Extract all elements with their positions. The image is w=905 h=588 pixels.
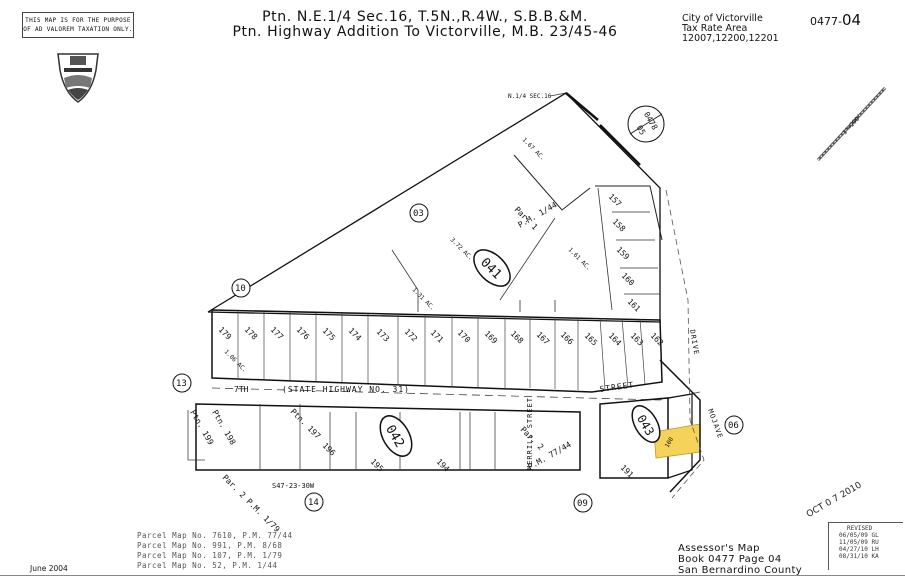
- map-book: 0477-: [810, 15, 842, 28]
- svg-text:06: 06: [728, 421, 739, 431]
- svg-text:3.72 AC.: 3.72 AC.: [449, 236, 474, 261]
- svg-text:157: 157: [607, 192, 624, 209]
- svg-text:1.06 AC.: 1.06 AC.: [223, 348, 248, 373]
- revision-box: REVISED 06/05/09 GL 11/05/09 RU 04/27/10…: [828, 522, 903, 570]
- disclaimer-line-1: THIS MAP IS FOR THE PURPOSE: [25, 17, 131, 24]
- svg-text:DRIVE: DRIVE: [688, 329, 700, 356]
- lot-labels: 179 178 177 176 175 174 173 172 171 170 …: [188, 192, 665, 534]
- city-name: City of Victorville: [682, 13, 763, 24]
- svg-text:1.31 AC.: 1.31 AC.: [411, 286, 436, 311]
- block-043: 043: [631, 405, 661, 443]
- svg-text:177: 177: [269, 325, 286, 342]
- street-label-highway: (STATE HIGHWAY NO. 31): [282, 385, 410, 394]
- map-title: Ptn. N.E.1/4 Sec.16, T.5N.,R.4W., S.B.B.…: [200, 10, 650, 40]
- svg-text:03: 03: [413, 209, 424, 219]
- disclaimer-box: THIS MAP IS FOR THE PURPOSE OF AD VALORE…: [22, 12, 134, 38]
- svg-text:MOJAVE: MOJAVE: [706, 408, 724, 440]
- parcel-map-ref: Parcel Map No. 107, P.M. 1/79: [137, 551, 283, 560]
- bearing-label: S47-23-30W: [272, 482, 315, 490]
- svg-text:174: 174: [347, 326, 364, 343]
- city-info: City of Victorville Tax Rate Area 12007,…: [682, 14, 779, 44]
- svg-text:169: 169: [483, 329, 500, 346]
- block-041: 041: [473, 249, 511, 287]
- title-line-1: Ptn. N.E.1/4 Sec.16, T.5N.,R.4W., S.B.B.…: [262, 9, 588, 25]
- svg-text:165: 165: [583, 331, 600, 348]
- svg-text:158: 158: [611, 217, 628, 234]
- svg-text:196: 196: [321, 441, 338, 458]
- svg-text:162: 162: [649, 331, 666, 348]
- svg-text:178: 178: [243, 325, 260, 342]
- svg-text:05: 05: [635, 124, 648, 137]
- disclaimer-line-2: OF AD VALOREM TAXATION ONLY.: [23, 26, 133, 33]
- map-date: June 2004: [30, 564, 68, 573]
- tax-rate-label: Tax Rate Area: [682, 23, 748, 34]
- svg-text:1.67 AC.: 1.67 AC.: [521, 136, 546, 161]
- map-number: 0477-04: [810, 11, 861, 29]
- revision-entry: 11/05/09 RU: [839, 539, 879, 546]
- svg-text:MERRILL STREET: MERRILL STREET: [526, 397, 534, 470]
- assessor-line-2: Book 0477 Page 04: [678, 554, 782, 565]
- assessor-line-1: Assessor's Map: [678, 543, 760, 554]
- svg-text:159: 159: [615, 245, 632, 262]
- map-page: 04: [841, 11, 862, 29]
- svg-text:173: 173: [375, 327, 392, 344]
- svg-text:1"=200': 1"=200': [841, 113, 863, 136]
- tax-rate-areas: 12007,12200,12201: [682, 33, 779, 44]
- section-corner-label: N.1/4 SEC.16: [508, 93, 552, 100]
- svg-text:1.61 AC.: 1.61 AC.: [567, 246, 592, 271]
- parcel-map-references: Parcel Map No. 7610, P.M. 77/44 Parcel M…: [137, 531, 292, 571]
- svg-text:09: 09: [577, 499, 588, 509]
- revised-header: REVISED: [847, 525, 873, 532]
- svg-text:164: 164: [607, 331, 624, 348]
- svg-text:10: 10: [235, 284, 246, 294]
- svg-text:168: 168: [509, 329, 526, 346]
- revision-entry: 06/05/09 GL: [839, 532, 879, 539]
- book-circles: 03 10 13 14 09 06: [172, 203, 744, 513]
- svg-text:13: 13: [176, 379, 187, 389]
- north-arrow-icon: 1"=200': [816, 86, 887, 162]
- parcel-map-ref: Parcel Map No. 7610, P.M. 77/44: [137, 531, 293, 540]
- svg-text:194: 194: [435, 457, 452, 474]
- parcel-map-ref: Parcel Map No. 52, P.M. 1/44: [137, 561, 278, 570]
- svg-text:100: 100: [664, 436, 676, 449]
- svg-text:195: 195: [369, 457, 386, 474]
- assessor-line-3: San Bernardino County: [678, 565, 803, 576]
- svg-text:Ptn. 197: Ptn. 197: [289, 407, 323, 441]
- svg-text:176: 176: [295, 325, 312, 342]
- svg-text:171: 171: [429, 328, 446, 345]
- block-042: 042: [379, 415, 413, 457]
- revision-entry: 08/31/10 KA: [839, 553, 879, 560]
- svg-text:172: 172: [403, 327, 420, 344]
- svg-text:14: 14: [308, 498, 319, 508]
- svg-text:166: 166: [559, 330, 576, 347]
- svg-text:167: 167: [535, 330, 552, 347]
- bottom-border: [0, 575, 905, 576]
- county-seal-icon: [57, 53, 99, 103]
- svg-text:161: 161: [626, 297, 643, 314]
- svg-text:170: 170: [456, 328, 473, 345]
- svg-text:175: 175: [321, 326, 338, 343]
- title-line-2: Ptn. Highway Addition To Victorville, M.…: [232, 24, 618, 40]
- svg-text:179: 179: [217, 325, 234, 342]
- svg-text:160: 160: [620, 271, 637, 288]
- assessor-info: Assessor's Map Book 0477 Page 04 San Ber…: [678, 543, 802, 576]
- svg-text:163: 163: [629, 331, 646, 348]
- revision-entry: 04/27/10 LH: [839, 546, 879, 553]
- street-label-7th: 7TH: [234, 385, 249, 394]
- book-circle-0478-05: 0478 05: [627, 105, 665, 143]
- parcel-map-ref: Parcel Map No. 991, P.M. 8/68: [137, 541, 283, 550]
